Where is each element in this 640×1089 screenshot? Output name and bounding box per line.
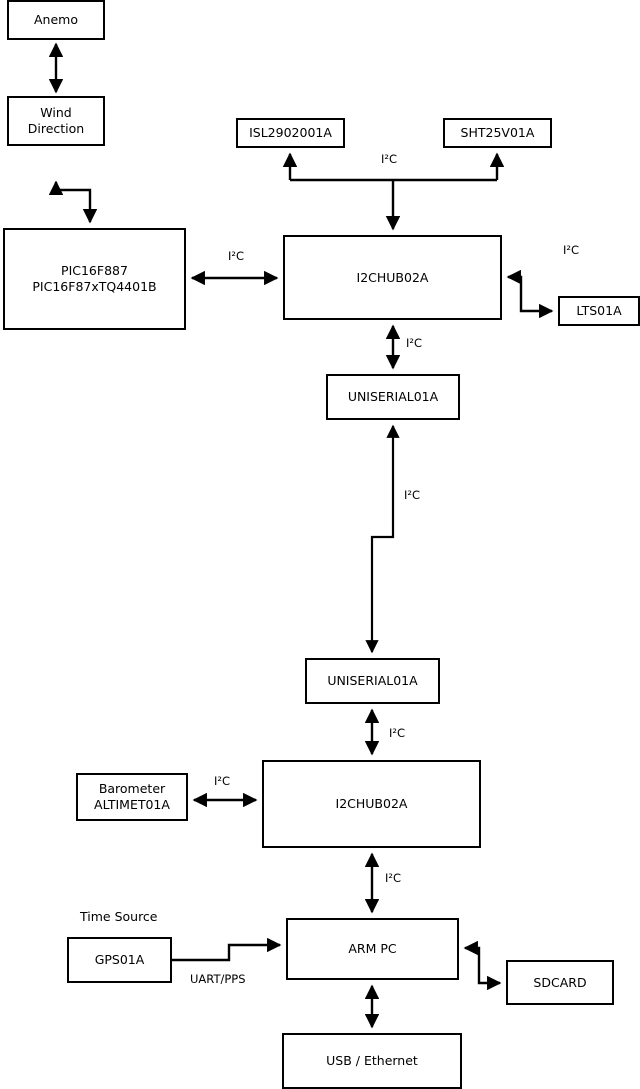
connector-arm-pc-sdcard (463, 940, 502, 991)
edge-label-uniserial-hub-i2c: I²C (389, 726, 406, 740)
node-uniserial01a-bottom[interactable]: UNISERIAL01A (305, 658, 440, 704)
node-sdcard[interactable]: SDCARD (506, 960, 614, 1005)
node-sht25v01a[interactable]: SHT25V01A (443, 118, 552, 148)
node-pic-microcontroller[interactable]: PIC16F887 PIC16F87xTQ4401B (3, 228, 186, 330)
node-arm-pc-label: ARM PC (348, 941, 397, 957)
node-isl2902001a[interactable]: ISL2902001A (236, 118, 345, 148)
node-anemo-label: Anemo (34, 12, 78, 28)
edge-label-uart-pps: UART/PPS (190, 972, 246, 986)
node-barometer[interactable]: Barometer ALTIMET01A (76, 773, 188, 821)
node-i2chub02a-bottom[interactable]: I2CHUB02A (262, 760, 481, 848)
node-usb-ethernet-label: USB / Ethernet (326, 1053, 418, 1069)
connector-pic-wind-direction (48, 180, 98, 224)
connector-uniserial-link (365, 424, 400, 654)
node-i2chub02a-bottom-label: I2CHUB02A (335, 796, 408, 812)
edge-label-lts-i2c: I²C (563, 243, 580, 257)
node-uniserial01a-top[interactable]: UNISERIAL01A (326, 374, 460, 420)
node-wind-direction-label: Wind Direction (27, 105, 85, 136)
node-anemo[interactable]: Anemo (7, 0, 105, 40)
edge-label-hub-arm-i2c: I²C (385, 871, 402, 885)
edge-label-uniserial-link-i2c: I²C (404, 488, 421, 502)
node-sdcard-label: SDCARD (533, 974, 587, 990)
label-time-source: Time Source (80, 909, 158, 924)
node-i2chub02a-top-label: I2CHUB02A (356, 269, 429, 285)
node-uniserial01a-bottom-label: UNISERIAL01A (327, 673, 418, 689)
edge-label-barometer-i2c: I²C (214, 774, 231, 788)
connector-gps-arm-pc (172, 937, 282, 962)
node-lts01a-label: LTS01A (576, 303, 622, 319)
edge-label-sensors-i2c: I²C (381, 152, 398, 166)
node-i2chub02a-top[interactable]: I2CHUB02A (283, 235, 502, 320)
node-isl2902001a-label: ISL2902001A (249, 125, 332, 141)
node-uniserial01a-top-label: UNISERIAL01A (347, 389, 439, 405)
node-wind-direction[interactable]: Wind Direction (7, 96, 105, 146)
node-sht25v01a-label: SHT25V01A (460, 125, 535, 141)
node-gps01a[interactable]: GPS01A (67, 937, 172, 983)
node-gps01a-label: GPS01A (94, 952, 145, 968)
edge-label-pic-hub-i2c: I²C (228, 249, 245, 263)
node-lts01a[interactable]: LTS01A (558, 296, 640, 326)
node-usb-ethernet[interactable]: USB / Ethernet (282, 1033, 462, 1089)
connector-i2chub-lts01a (506, 269, 554, 319)
node-barometer-label: Barometer ALTIMET01A (94, 781, 170, 812)
node-pic-microcontroller-label: PIC16F887 PIC16F87xTQ4401B (32, 263, 157, 294)
edge-label-hub-uniserial-i2c: I²C (406, 336, 423, 350)
node-arm-pc[interactable]: ARM PC (286, 918, 459, 980)
